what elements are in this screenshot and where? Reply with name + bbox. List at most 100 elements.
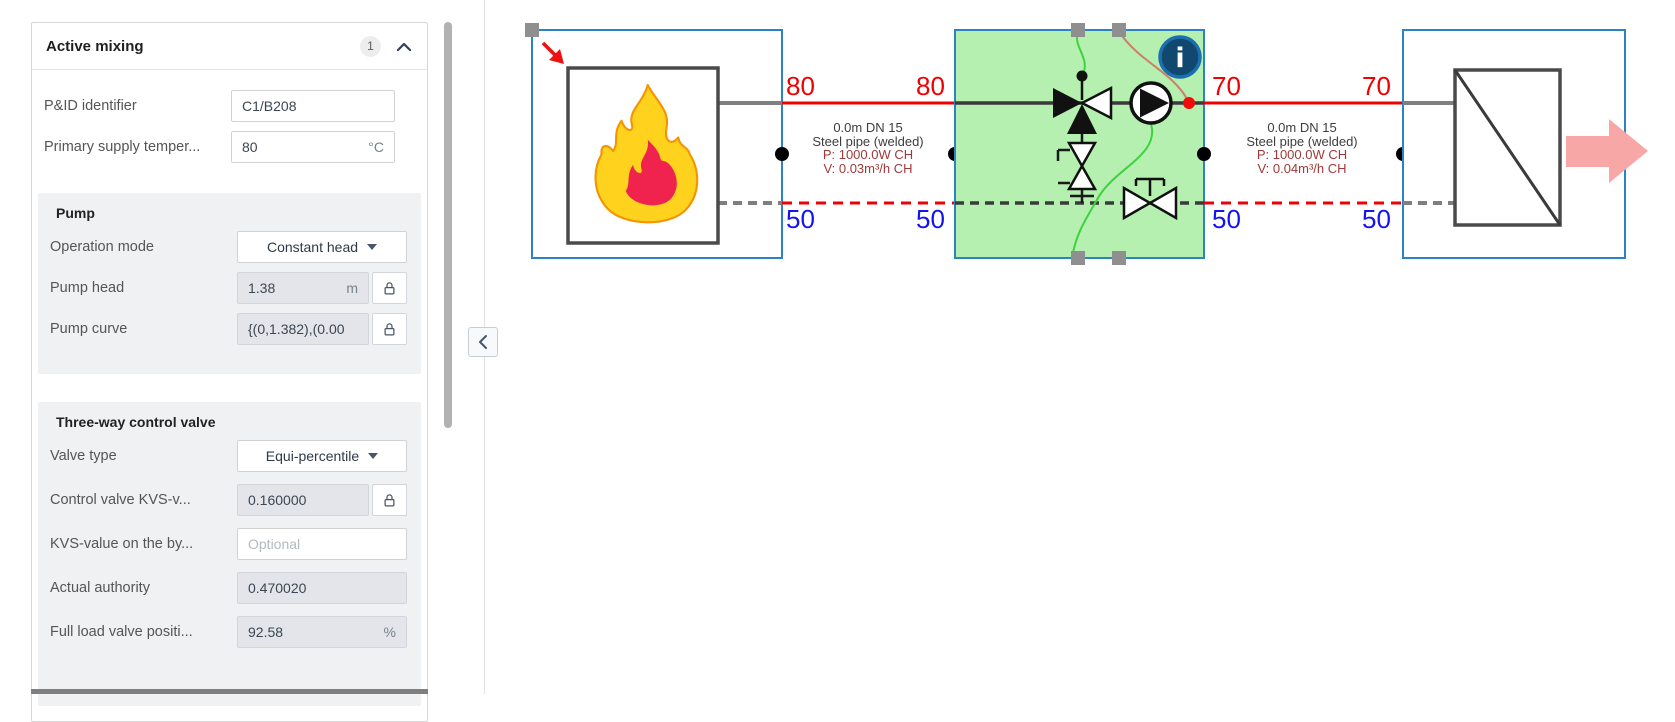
operation-mode-label: Operation mode (50, 239, 154, 255)
supply-temp-label: 80 (916, 71, 945, 101)
heat-exchanger-diagonal (1453, 69, 1562, 226)
kvs-lock-button[interactable] (372, 484, 407, 516)
operation-mode-row: Operation mode Constant head (44, 231, 407, 263)
operation-mode-value: Constant head (266, 239, 359, 255)
heat-exchanger-block[interactable] (1402, 29, 1648, 259)
svg-text:i: i (1175, 43, 1184, 74)
pipe-length-label: 0.0m DN 15 (833, 120, 903, 135)
supply-temp-label: 70 (1212, 71, 1241, 101)
pump-symbol[interactable] (1129, 81, 1173, 125)
authority-input (248, 580, 396, 596)
shutoff-valve-symbol[interactable] (1122, 177, 1178, 221)
pipe-material-label: Steel pipe (welded) (812, 133, 924, 149)
sensor-node (1183, 97, 1195, 109)
pump-curve-label: Pump curve (50, 321, 128, 337)
heat-output-arrow-icon (1566, 119, 1648, 183)
control-signal-line (1071, 123, 1154, 259)
count-badge: 1 (360, 35, 381, 57)
drag-handle[interactable] (525, 23, 539, 37)
pipe-annotation: 0.0m DN 15 Steel pipe (welded) P: 1000.0… (1202, 121, 1402, 175)
valve-section: Three-way control valve Valve type Equi-… (38, 402, 421, 706)
kvs-row: Control valve KVS-v... (44, 484, 407, 516)
panel-title: Active mixing (46, 37, 144, 55)
flame-icon (594, 83, 699, 224)
drag-handle[interactable] (1112, 23, 1126, 37)
selection-box[interactable] (531, 29, 783, 259)
pipe-power-label: P: 1000.0W CH (1256, 147, 1348, 162)
authority-row: Actual authority (44, 572, 407, 604)
pipe-power-label: P: 1000.0W CH (822, 147, 914, 162)
pipe-material-label: Steel pipe (welded) (1246, 133, 1358, 149)
pump-head-label: Pump head (50, 280, 125, 296)
supply-temp-label: 70 (1362, 71, 1391, 101)
kvs-bypass-input[interactable] (248, 536, 396, 552)
collapse-section-button[interactable] (395, 40, 413, 53)
authority-field (237, 572, 407, 604)
supply-temp-label: 80 (786, 71, 815, 101)
pipe-flow-label: V: 0.04m³/h CH (1257, 160, 1347, 176)
pid-identifier-input[interactable] (242, 98, 384, 114)
three-way-valve-symbol[interactable] (1053, 70, 1113, 135)
valve-section-title: Three-way control valve (56, 414, 216, 430)
primary-supply-row: Primary supply temper... °C (32, 131, 427, 163)
pump-section-title: Pump (56, 205, 95, 221)
unit-label: % (383, 624, 396, 640)
port-node[interactable] (775, 147, 789, 161)
diagonal-arrow-icon (541, 41, 564, 64)
caret-down-icon (367, 244, 378, 250)
bypass-valve-symbol[interactable] (1066, 141, 1098, 191)
pid-identifier-label: P&ID identifier (44, 98, 137, 114)
authority-label: Actual authority (50, 580, 150, 596)
full-load-field: % (237, 616, 407, 648)
primary-supply-label: Primary supply temper... (44, 139, 201, 155)
collapse-panel-button[interactable] (468, 327, 498, 357)
lock-icon (384, 493, 395, 506)
return-temp-label: 50 (916, 204, 945, 234)
pump-curve-input (248, 321, 358, 337)
kvs-bypass-label: KVS-value on the by... (50, 536, 194, 552)
full-load-label: Full load valve positi... (50, 624, 193, 640)
pump-head-field: m (237, 272, 369, 304)
full-load-row: Full load valve positi... % (44, 616, 407, 648)
pump-head-lock-button[interactable] (372, 272, 407, 304)
valve-type-row: Valve type Equi-percentile (44, 440, 407, 472)
kvs-label: Control valve KVS-v... (50, 492, 191, 508)
heat-source-block[interactable] (525, 23, 783, 259)
return-temp-label: 50 (786, 204, 815, 234)
collapsed-section-bar[interactable] (31, 689, 428, 694)
primary-supply-field[interactable]: °C (231, 131, 395, 163)
info-icon[interactable]: i (1158, 35, 1202, 79)
chevron-up-icon (397, 42, 411, 51)
pump-curve-field (237, 313, 369, 345)
kvs-bypass-field[interactable] (237, 528, 407, 560)
sidebar-scrollbar[interactable] (444, 22, 452, 428)
pump-curve-lock-button[interactable] (372, 313, 407, 345)
pipe-length-label: 0.0m DN 15 (1267, 120, 1337, 135)
drag-handle[interactable] (1071, 23, 1085, 37)
lock-icon (384, 322, 395, 335)
full-load-input (248, 624, 378, 640)
pipe-annotation: 0.0m DN 15 Steel pipe (welded) P: 1000.0… (768, 121, 968, 175)
active-mixing-block[interactable]: i (954, 23, 1205, 265)
valve-type-value: Equi-percentile (265, 448, 360, 464)
primary-supply-input[interactable] (242, 139, 363, 155)
pump-section: Pump Operation mode Constant head Pump h… (38, 193, 421, 374)
valve-type-select[interactable]: Equi-percentile (237, 440, 407, 472)
port-node[interactable] (1197, 147, 1211, 161)
pid-identifier-row: P&ID identifier (32, 90, 427, 122)
pid-identifier-field[interactable] (231, 90, 395, 122)
unit-label: °C (368, 139, 384, 155)
lock-icon (384, 281, 395, 294)
schematic-canvas[interactable]: i (0, 0, 1675, 694)
valve-type-label: Valve type (50, 448, 117, 464)
pipe-segment-1[interactable] (775, 101, 962, 205)
drag-handle[interactable] (1071, 251, 1085, 265)
chevron-left-icon (479, 335, 487, 349)
drag-handle[interactable] (1112, 251, 1126, 265)
return-temp-label: 50 (1362, 204, 1391, 234)
unit-label: m (346, 280, 358, 296)
pump-curve-row: Pump curve (44, 313, 407, 345)
panel-header[interactable]: Active mixing 1 (32, 23, 427, 70)
operation-mode-select[interactable]: Constant head (237, 231, 407, 263)
return-temp-label: 50 (1212, 204, 1241, 234)
